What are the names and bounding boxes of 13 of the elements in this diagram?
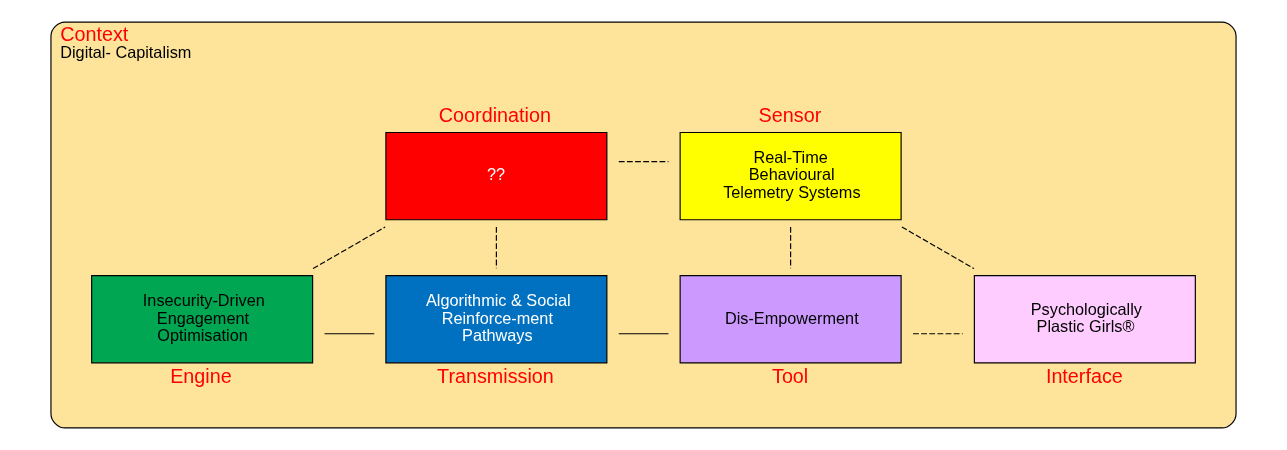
connector (323, 333, 375, 335)
node-label: Engine (170, 365, 232, 388)
node-label: Transmission (437, 365, 554, 388)
node-label: Tool (772, 365, 809, 388)
node-label: Coordination (438, 103, 551, 126)
connector (790, 226, 792, 269)
connector (618, 333, 670, 335)
connector (912, 333, 964, 335)
node-label: Interface (1045, 365, 1123, 388)
connector (312, 226, 386, 270)
connector (495, 226, 497, 269)
node-label: Sensor (758, 103, 822, 126)
connector (901, 226, 975, 270)
